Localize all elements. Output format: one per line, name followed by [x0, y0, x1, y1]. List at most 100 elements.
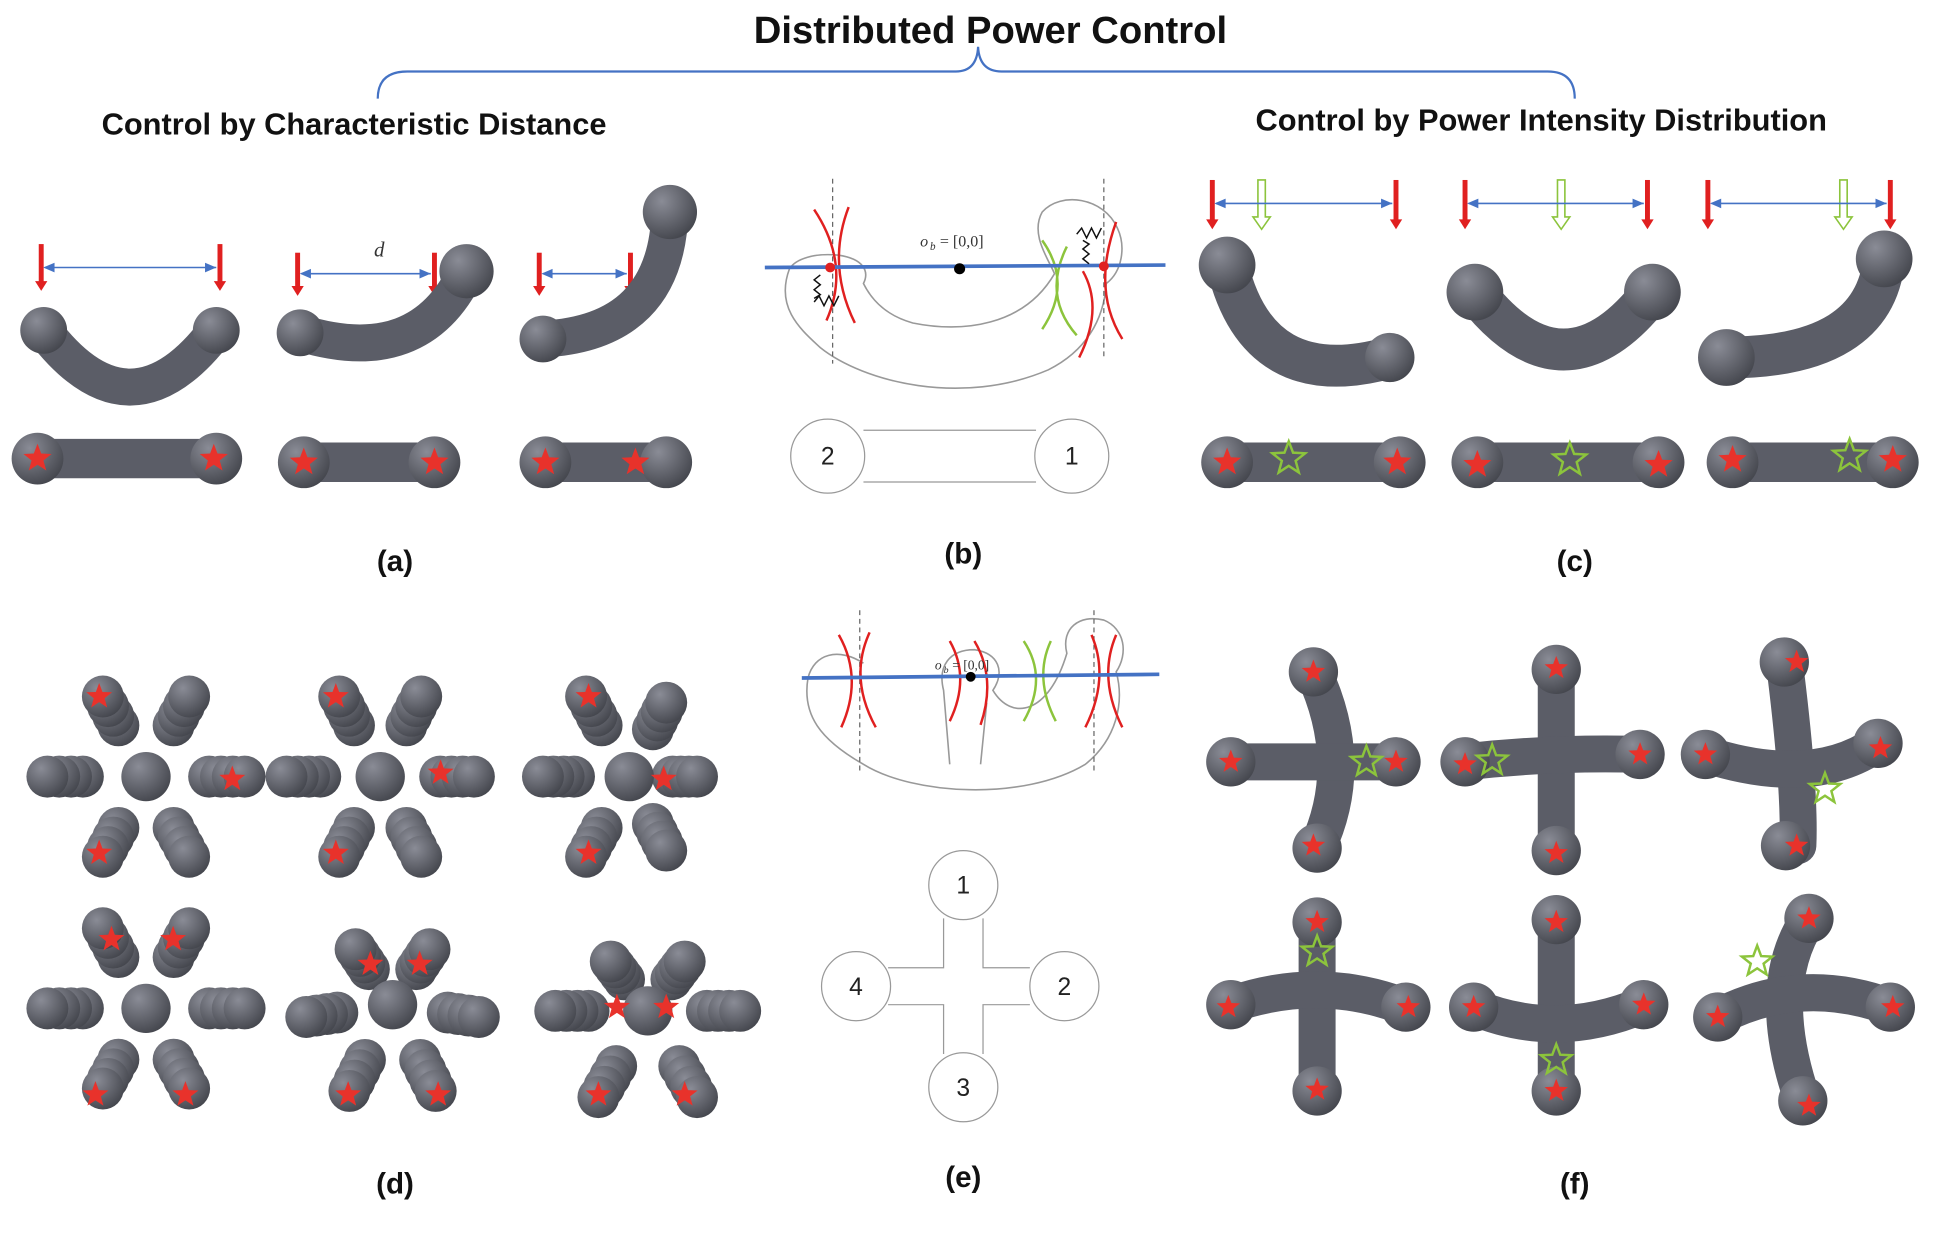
module-ball — [439, 244, 494, 299]
power-star-icon — [653, 993, 680, 1019]
power-star-icon — [650, 765, 677, 791]
red-arrow-head — [1389, 219, 1403, 230]
module-ball — [645, 681, 688, 724]
power-star-icon — [1213, 447, 1242, 475]
module-ball — [400, 835, 443, 878]
module-ball — [1698, 329, 1755, 386]
tube — [1212, 971, 1425, 1026]
svg-text:2: 2 — [1058, 974, 1072, 1001]
power-star-icon — [1383, 447, 1412, 475]
module-ball — [355, 751, 405, 802]
spring-icon — [812, 274, 840, 308]
power-star-icon — [1544, 840, 1568, 864]
green-arrow — [1551, 179, 1572, 231]
module-ball — [640, 436, 693, 489]
module-ball — [367, 980, 418, 1030]
module-ball — [676, 755, 718, 798]
power-star-icon — [82, 1081, 109, 1106]
red-arrow-head — [1641, 219, 1654, 230]
panel-label-b: (b) — [944, 537, 982, 570]
power-star-icon — [420, 447, 449, 475]
power-star-icon — [1784, 833, 1809, 856]
module-ball — [26, 987, 69, 1030]
panel-label-a: (a) — [377, 545, 413, 578]
power-star-icon — [1384, 749, 1408, 772]
module-ball — [168, 835, 211, 878]
power-star-icon — [1644, 449, 1673, 477]
module-ball — [26, 755, 69, 798]
module-ball — [452, 755, 495, 798]
power-star-icon — [1301, 659, 1326, 682]
target-star-icon — [1806, 769, 1844, 805]
power-star-icon — [425, 1081, 452, 1106]
svg-text:= [0,0]: = [0,0] — [952, 657, 989, 672]
tube — [1455, 986, 1663, 1043]
panel-label-f: (f) — [1560, 1167, 1590, 1200]
power-star-icon — [1706, 1004, 1730, 1027]
module-ball — [1624, 263, 1681, 321]
module-ball — [645, 829, 688, 872]
tube — [281, 252, 485, 362]
module-ball — [1365, 332, 1415, 383]
power-star-icon — [1544, 909, 1568, 933]
power-star-icon — [1784, 649, 1809, 672]
module-ball — [534, 989, 577, 1032]
module-1 — [1034, 418, 1110, 494]
power-star-icon — [86, 839, 113, 865]
power-star-icon — [357, 950, 384, 975]
tube — [25, 311, 235, 406]
module-ball — [519, 315, 567, 363]
module-ball — [457, 996, 500, 1038]
svg-text:= [0,0]: = [0,0] — [940, 234, 984, 251]
module-ball — [81, 907, 124, 950]
module-3 — [928, 1052, 999, 1123]
power-star-icon — [1693, 742, 1718, 765]
svg-text:1: 1 — [1065, 444, 1079, 471]
svg-text:b: b — [944, 665, 949, 676]
power-star-icon — [86, 682, 113, 708]
module-ball — [623, 986, 673, 1036]
tube — [524, 193, 689, 358]
target-star-icon — [1829, 435, 1870, 473]
power-star-icon — [199, 443, 228, 471]
red-arrow-head — [533, 285, 546, 296]
module-ball — [223, 987, 266, 1030]
power-star-icon — [531, 447, 560, 475]
tube — [1206, 244, 1411, 387]
panel-label-c: (c) — [1557, 545, 1593, 578]
target-star-icon — [1473, 741, 1511, 777]
module-ball — [1759, 637, 1809, 687]
target-star-icon — [1269, 437, 1309, 476]
power-star-icon — [1219, 749, 1243, 772]
power-star-icon — [1305, 909, 1329, 933]
red-arrow-head — [1701, 219, 1715, 230]
power-star-icon — [1453, 751, 1477, 775]
green-arrow — [1833, 179, 1854, 231]
module-ball — [168, 1067, 211, 1110]
svg-text:3: 3 — [956, 1075, 970, 1102]
power-star-icon — [575, 682, 602, 708]
power-star-icon — [289, 447, 318, 475]
power-star-icon — [406, 950, 433, 975]
power-star-icon — [1628, 742, 1652, 765]
module-ball — [20, 306, 68, 354]
power-star-icon — [585, 1081, 612, 1106]
module-2 — [1029, 951, 1100, 1022]
power-star-icon — [1868, 735, 1893, 759]
module-ball — [1760, 821, 1811, 871]
tube — [1453, 271, 1674, 371]
green-arrow — [1251, 179, 1272, 231]
figure-title: Distributed Power Control — [754, 9, 1227, 52]
panel-label-e: (e) — [945, 1161, 981, 1194]
svg-text:o: o — [920, 234, 928, 251]
module-ball — [276, 309, 324, 357]
module-ball — [285, 996, 328, 1038]
distance-label: d — [374, 237, 385, 261]
power-star-icon — [322, 682, 349, 708]
power-star-icon — [1878, 445, 1907, 472]
cross-outline — [888, 918, 1030, 1054]
module-ball — [1778, 1076, 1828, 1126]
power-star-icon — [1216, 994, 1241, 1018]
power-star-icon — [1396, 994, 1421, 1018]
